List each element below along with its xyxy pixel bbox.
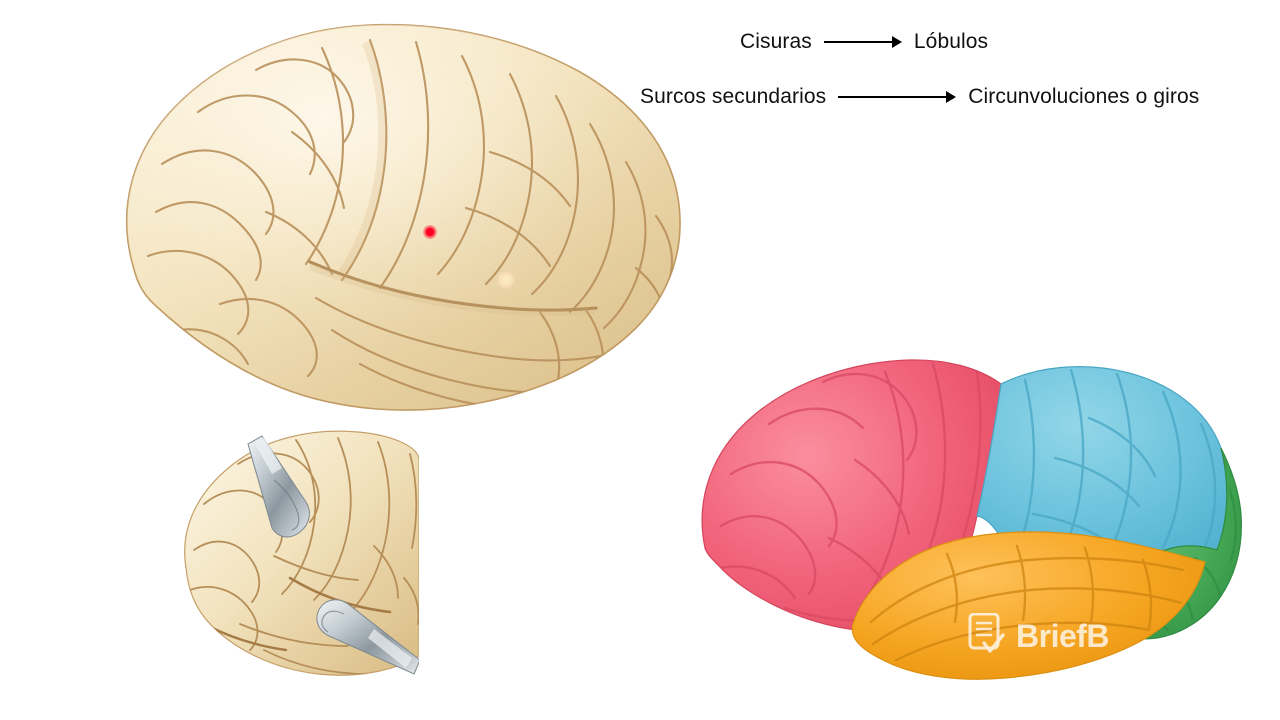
- cursor-pointer-dot: [423, 225, 437, 239]
- arrow-right-icon: [838, 91, 957, 103]
- label-circunvoluciones: Circunvoluciones o giros: [968, 85, 1200, 108]
- highlight-marker-dot: [497, 271, 515, 289]
- main-brain-illustration: [70, 12, 700, 422]
- label-cisuras: Cisuras: [740, 30, 812, 53]
- relationship-row-cisuras: Cisuras Lóbulos: [740, 30, 988, 54]
- colored-lobes-brain-illustration: [665, 348, 1245, 688]
- relationship-row-surcos: Surcos secundarios Circunvoluciones o gi…: [640, 85, 1199, 109]
- retractor-upper-icon: [247, 435, 310, 538]
- label-surcos-secundarios: Surcos secundarios: [640, 85, 827, 108]
- arrow-right-icon: [823, 36, 902, 48]
- inset-brain-with-retractors: [178, 428, 420, 680]
- temporal-lobe: [851, 531, 1206, 680]
- label-lobulos: Lóbulos: [913, 30, 989, 53]
- retractor-lower-icon: [316, 599, 419, 675]
